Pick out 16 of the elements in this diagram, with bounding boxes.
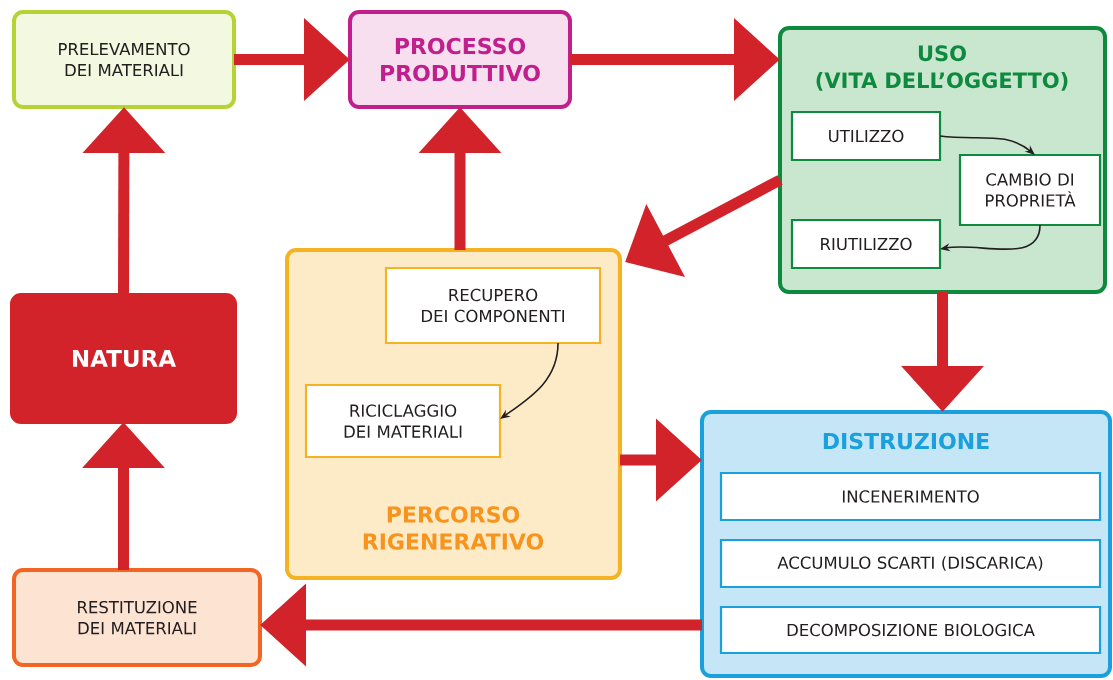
step-box: RIUTILIZZO — [790, 218, 942, 270]
panel-title: DISTRUZIONE — [823, 432, 989, 450]
panel-title: USO (VITA DELL’OGGETTO) — [816, 45, 1068, 91]
step-box: RICICLAGGIO DEI MATERIALI — [304, 383, 502, 459]
panel-title: PERCORSO RIGENERATIVO — [363, 506, 544, 550]
step-box: DECOMPOSIZIONE BIOLOGICA — [719, 605, 1102, 655]
process-box: PRELEVAMENTO DEI MATERIALI — [12, 10, 236, 109]
step-box: CAMBIO DI PROPRIETÀ — [958, 153, 1102, 227]
step-box: ACCUMULO SCARTI (DISCARICA) — [719, 538, 1102, 589]
arrow — [500, 342, 559, 419]
arrow — [939, 135, 1035, 155]
process-box: PROCESSO PRODUTTIVO — [348, 10, 572, 109]
step-box: UTILIZZO — [790, 110, 942, 162]
step-box: INCENERIMENTO — [719, 471, 1102, 522]
process-box: RESTITUZIONE DEI MATERIALI — [12, 568, 262, 667]
step-box: RECUPERO DEI COMPONENTI — [384, 266, 602, 345]
